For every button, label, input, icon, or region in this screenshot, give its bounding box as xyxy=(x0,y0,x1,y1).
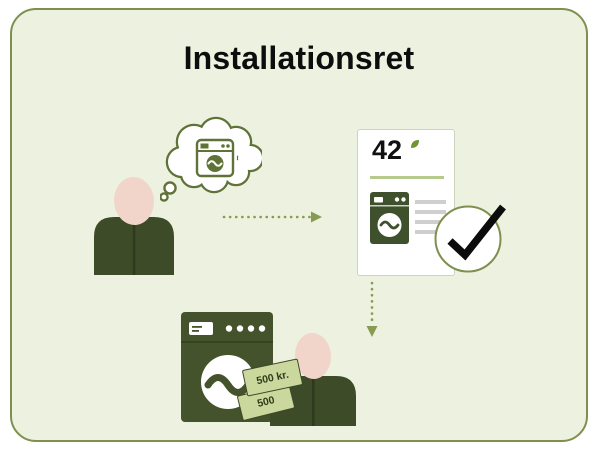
person-body-seam xyxy=(132,217,136,275)
document-text-line xyxy=(415,220,446,224)
document-text-line xyxy=(415,200,446,204)
thought-bubble xyxy=(160,116,262,202)
banknote-front: 500 kr. xyxy=(241,358,304,397)
page-title: Installationsret xyxy=(183,40,415,76)
washing-machine-outline-icon xyxy=(195,138,235,178)
card-panel: Installationsret xyxy=(10,8,588,442)
person-body-seam xyxy=(312,376,315,426)
person-head xyxy=(113,177,155,225)
document-divider xyxy=(370,176,444,179)
person-thinking xyxy=(94,177,174,275)
energy-value: 42 xyxy=(372,135,403,165)
document-text-line xyxy=(415,210,446,214)
energy-label-document: 42 xyxy=(357,129,455,276)
checkmark-icon xyxy=(434,204,506,273)
person-head xyxy=(294,333,332,379)
money-bills: 500 500 kr. xyxy=(236,358,305,423)
leaf-icon xyxy=(411,140,419,148)
washing-machine-filled-icon xyxy=(370,192,409,244)
arrow-right-dotted-icon xyxy=(222,211,322,223)
person-buyer xyxy=(270,333,356,426)
arrow-down-dotted-icon xyxy=(366,281,378,337)
document-text-line xyxy=(415,230,446,234)
